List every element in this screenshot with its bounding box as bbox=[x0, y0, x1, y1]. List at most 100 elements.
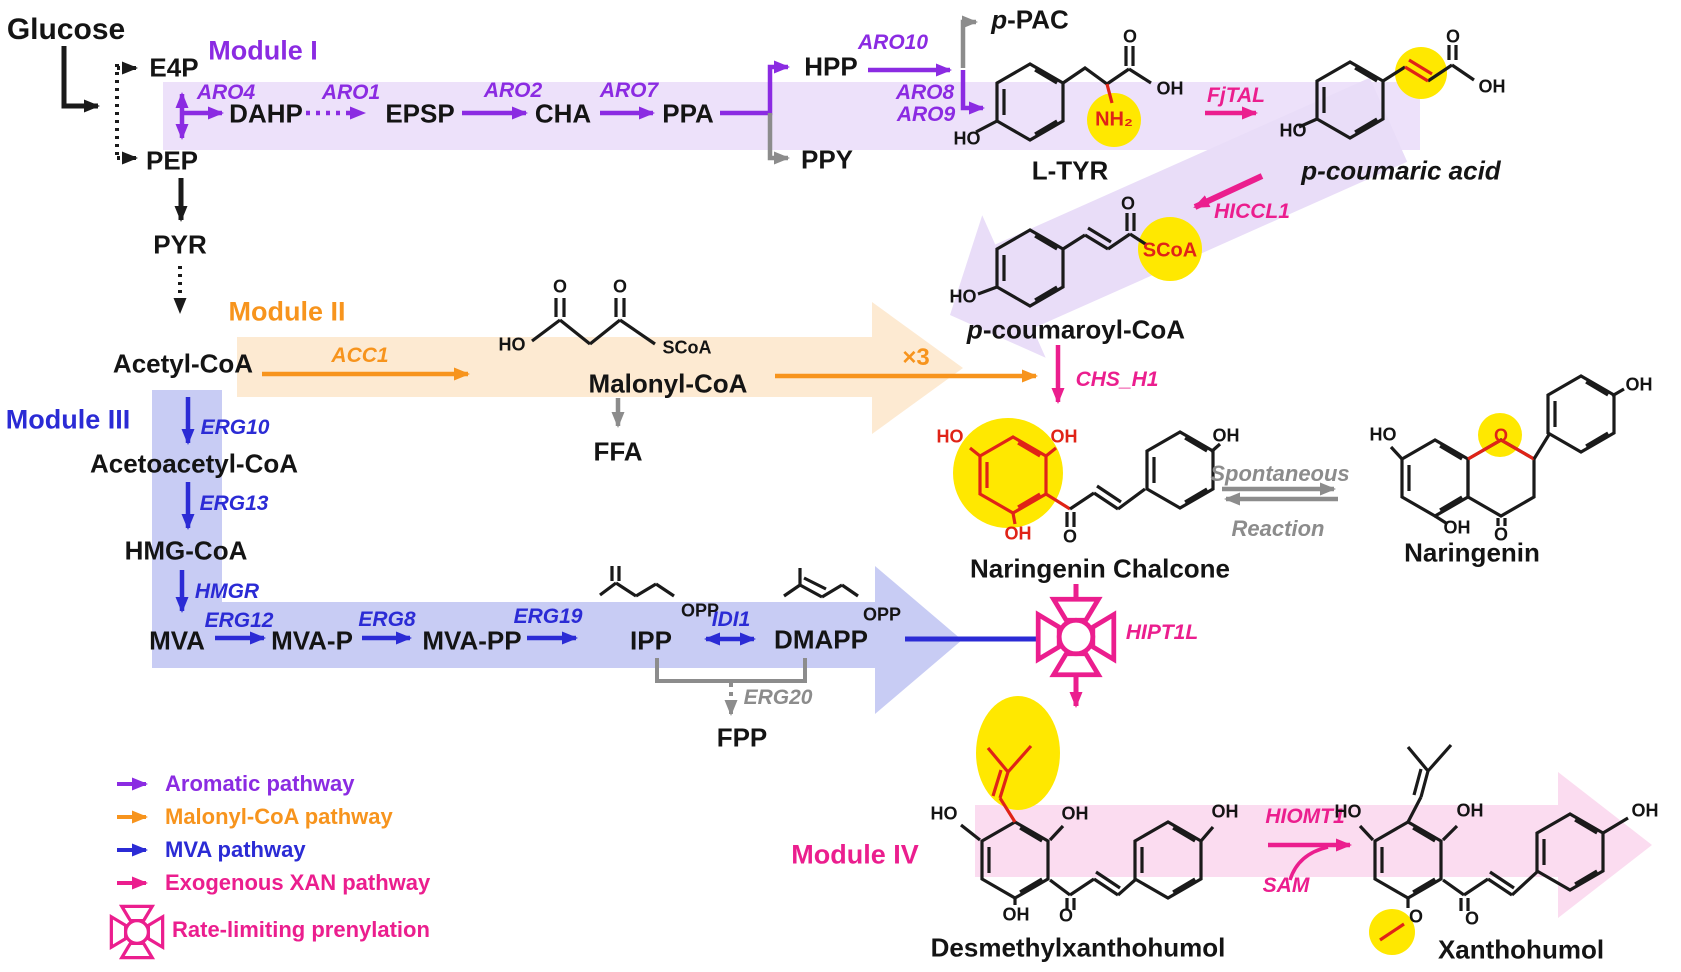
naringenin-oh-bottom: OH bbox=[1443, 517, 1471, 538]
xan-oh-right: OH bbox=[1631, 800, 1659, 821]
acetoacetyl-coa-label: Acetoacetyl-CoA bbox=[89, 448, 299, 479]
hiccl1-label: HICCL1 bbox=[1214, 200, 1290, 223]
pcoumaric-o: O bbox=[1445, 26, 1461, 47]
chalcone-oh-bottom: OH bbox=[1004, 523, 1032, 544]
ltyr-oh: OH bbox=[1156, 78, 1184, 99]
p-coumaric-acid-label: p-coumaric acid bbox=[1301, 155, 1501, 186]
desmethylxanthohumol-structure bbox=[960, 744, 1215, 910]
yellow-highlights bbox=[953, 47, 1522, 955]
p-coumaroyl-coa-structure bbox=[977, 213, 1148, 308]
xan-oh-top: OH bbox=[1456, 800, 1484, 821]
hiomt1-label: HIOMT1 bbox=[1265, 805, 1345, 828]
naringenin-chalcone-structure bbox=[969, 430, 1222, 527]
erg20-label: ERG20 bbox=[743, 686, 813, 709]
naringenin-structure bbox=[1389, 374, 1625, 526]
sam-label: SAM bbox=[1262, 874, 1310, 897]
erg19-label: ERG19 bbox=[513, 605, 583, 628]
naringenin-label: Naringenin bbox=[1404, 537, 1540, 568]
aro1-label: ARO1 bbox=[321, 81, 381, 104]
ppy-label: PPY bbox=[800, 144, 854, 175]
ltyr-ho: HO bbox=[953, 128, 981, 149]
malonyl-coa-label: Malonyl-CoA bbox=[588, 368, 748, 399]
aro4-label: ARO4 bbox=[196, 81, 256, 104]
legend-malonyl-label: Malonyl-CoA pathway bbox=[165, 804, 393, 829]
ipp-label: IPP bbox=[630, 625, 672, 656]
xan-o-methoxy: O bbox=[1408, 906, 1424, 927]
dmx-oh-right: OH bbox=[1211, 801, 1239, 822]
pcoumaric-oh: OH bbox=[1478, 76, 1506, 97]
desmethylxanthohumol-label: Desmethylxanthohumol bbox=[930, 932, 1226, 963]
pcoumaroyl-ho: HO bbox=[949, 286, 977, 307]
chalcone-oh-top: OH bbox=[1050, 426, 1078, 447]
p-coumaric-acid-structure bbox=[1298, 45, 1475, 140]
dmx-oh-top: OH bbox=[1061, 803, 1089, 824]
l-tyr-structure bbox=[975, 46, 1152, 142]
chalcone-oh-right: OH bbox=[1212, 425, 1240, 446]
spontaneous-label: Spontaneous bbox=[1210, 461, 1350, 486]
p-pac-prefix: p bbox=[991, 4, 1008, 35]
legend-xan-label: Exogenous XAN pathway bbox=[165, 870, 431, 895]
ppa-label: PPA bbox=[662, 98, 714, 129]
module2-band bbox=[237, 302, 963, 434]
p-coumaroyl-prefix: p bbox=[966, 314, 983, 345]
gray-branch-arrows bbox=[611, 15, 1338, 716]
legend-prenylation-icon bbox=[109, 904, 165, 960]
fjtal-label: FjTAL bbox=[1207, 84, 1265, 107]
glucose-label: Glucose bbox=[6, 13, 126, 46]
mva-label: MVA bbox=[149, 625, 205, 656]
malonyl-o1: O bbox=[552, 276, 568, 297]
p-coumaroyl-rest: -coumaroyl-CoA bbox=[982, 314, 1186, 345]
erg10-label: ERG10 bbox=[200, 416, 270, 439]
aro9-label: ARO9 bbox=[896, 103, 956, 126]
aro2-label: ARO2 bbox=[483, 79, 543, 102]
erg13-label: ERG13 bbox=[199, 492, 269, 515]
idi1-label: IDI1 bbox=[711, 608, 751, 631]
naringenin-oh-top: OH bbox=[1625, 374, 1653, 395]
module3-label: Module III bbox=[5, 404, 131, 435]
ltyr-o: O bbox=[1122, 26, 1138, 47]
pcoumaroyl-o: O bbox=[1120, 193, 1136, 214]
glucose-arrows bbox=[61, 46, 188, 314]
p-pac-label: p-PAC bbox=[991, 5, 1069, 36]
mva-p-label: MVA-P bbox=[271, 625, 353, 656]
xanthohumol-structure bbox=[1358, 743, 1629, 942]
malonyl-ho: HO bbox=[498, 334, 526, 355]
aromatic-pathway-arrows bbox=[175, 60, 985, 140]
naringenin-o-ring: O bbox=[1493, 425, 1509, 446]
naringenin-chalcone-label: Naringenin Chalcone bbox=[969, 553, 1231, 584]
xan-ho: HO bbox=[1334, 801, 1362, 822]
legend-aromatic-label: Aromatic pathway bbox=[165, 771, 355, 796]
hpp-label: HPP bbox=[804, 51, 858, 82]
module4-label: Module IV bbox=[791, 839, 919, 870]
dmx-oh-bottom: OH bbox=[1002, 904, 1030, 925]
xanthohumol-label: Xanthohumol bbox=[1437, 934, 1605, 965]
ipp-structure bbox=[599, 566, 675, 598]
hmg-coa-label: HMG-CoA bbox=[124, 535, 248, 566]
hipt1l-label: HIPT1L bbox=[1125, 621, 1199, 644]
chalcone-ho: HO bbox=[936, 426, 964, 447]
acc1-label: ACC1 bbox=[331, 344, 389, 367]
legend-graphics bbox=[109, 777, 165, 960]
epsp-label: EPSP bbox=[385, 98, 455, 129]
l-tyr-label: L-TYR bbox=[1031, 155, 1109, 186]
legend-mva-label: MVA pathway bbox=[165, 837, 306, 862]
xan-pathway-arrows bbox=[1051, 106, 1352, 881]
pcoumaroyl-scoa: SCoA bbox=[1142, 239, 1198, 262]
p-coumaroyl-coa-label: p-coumaroyl-CoA bbox=[967, 315, 1185, 346]
ipp-opp: OPP bbox=[680, 600, 720, 621]
dmx-ho: HO bbox=[930, 803, 958, 824]
e4p-label: E4P bbox=[149, 52, 199, 83]
dmx-o: O bbox=[1058, 905, 1074, 926]
fpp-label: FPP bbox=[716, 722, 768, 753]
cha-label: CHA bbox=[534, 98, 592, 129]
malonyl-o2: O bbox=[612, 276, 628, 297]
mva-pp-label: MVA-PP bbox=[422, 625, 522, 656]
mva-pathway-arrows bbox=[175, 397, 1040, 646]
naringenin-o-bottom: O bbox=[1493, 524, 1509, 545]
dmapp-opp: OPP bbox=[862, 604, 902, 625]
p-pac-rest: -PAC bbox=[1007, 4, 1069, 35]
naringenin-ho: HO bbox=[1369, 424, 1397, 445]
dahp-label: DAHP bbox=[229, 98, 303, 129]
malonyl-scoa: SCoA bbox=[662, 337, 712, 358]
